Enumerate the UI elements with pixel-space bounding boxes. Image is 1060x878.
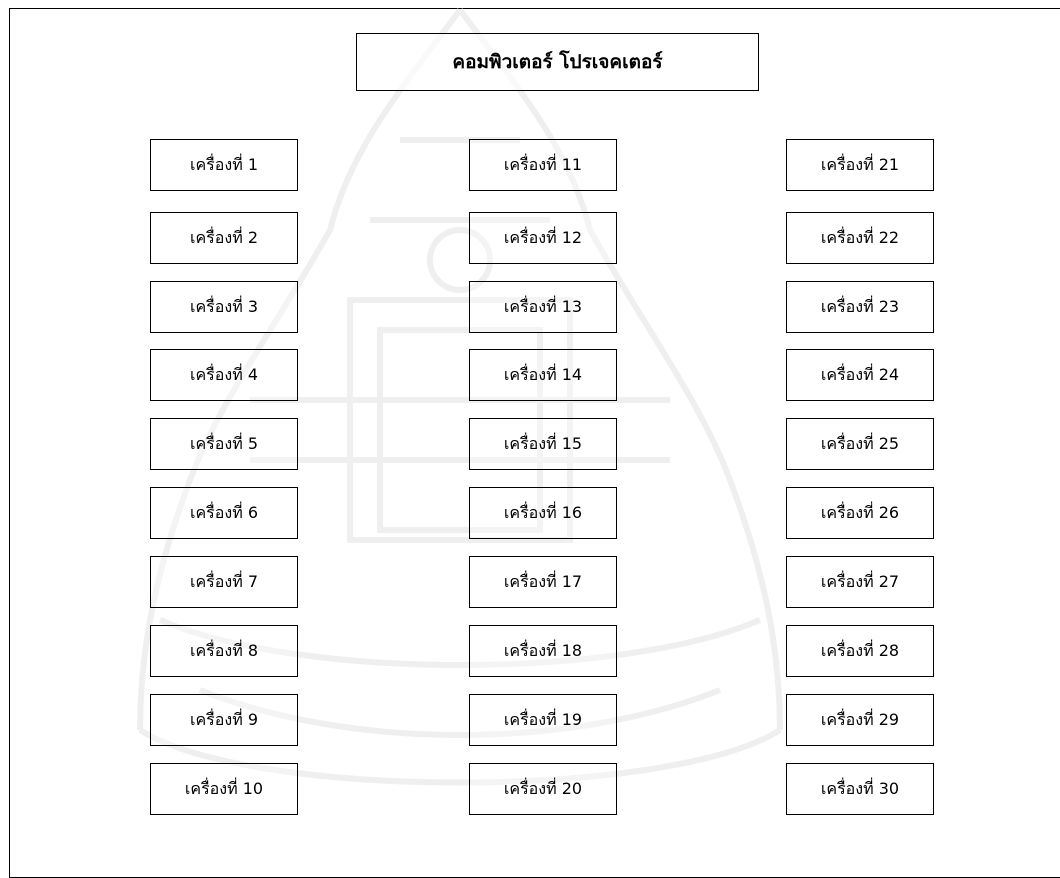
machine-box: เครื่องที่ 9: [150, 694, 298, 746]
machine-label: เครื่องที่ 21: [820, 154, 900, 174]
machine-label: เครื่องที่ 1: [190, 154, 258, 174]
machine-box: เครื่องที่ 1: [150, 139, 298, 191]
machine-box: เครื่องที่ 30: [786, 763, 934, 815]
machine-label: เครื่องที่ 5: [190, 433, 258, 453]
machine-box: เครื่องที่ 18: [469, 625, 617, 677]
machine-box: เครื่องที่ 13: [469, 281, 617, 333]
machine-box: เครื่องที่ 3: [150, 281, 298, 333]
machine-box: เครื่องที่ 24: [786, 349, 934, 401]
machine-box: เครื่องที่ 28: [786, 625, 934, 677]
machine-box: เครื่องที่ 23: [786, 281, 934, 333]
machine-label: เครื่องที่ 17: [503, 571, 583, 591]
machine-label: เครื่องที่ 11: [503, 154, 583, 174]
machine-label: เครื่องที่ 26: [820, 502, 900, 522]
machine-label: เครื่องที่ 2: [190, 227, 258, 247]
machine-label: เครื่องที่ 18: [503, 640, 583, 660]
machine-label: เครื่องที่ 27: [820, 571, 900, 591]
machine-box: เครื่องที่ 22: [786, 212, 934, 264]
machine-label: เครื่องที่ 6: [190, 502, 258, 522]
machine-box: เครื่องที่ 7: [150, 556, 298, 608]
machine-box: เครื่องที่ 15: [469, 418, 617, 470]
machine-box: เครื่องที่ 25: [786, 418, 934, 470]
machine-box: เครื่องที่ 11: [469, 139, 617, 191]
machine-box: เครื่องที่ 10: [150, 763, 298, 815]
machine-box: เครื่องที่ 14: [469, 349, 617, 401]
machine-label: เครื่องที่ 15: [503, 433, 583, 453]
machine-label: เครื่องที่ 28: [820, 640, 900, 660]
machine-label: เครื่องที่ 4: [190, 364, 258, 384]
title-text: คอมพิวเตอร์ โปรเจคเตอร์: [452, 51, 663, 73]
machine-box: เครื่องที่ 17: [469, 556, 617, 608]
machine-box: เครื่องที่ 16: [469, 487, 617, 539]
machine-label: เครื่องที่ 20: [503, 778, 583, 798]
machine-label: เครื่องที่ 7: [190, 571, 258, 591]
machine-label: เครื่องที่ 3: [190, 296, 258, 316]
machine-label: เครื่องที่ 13: [503, 296, 583, 316]
machine-box: เครื่องที่ 20: [469, 763, 617, 815]
machine-box: เครื่องที่ 5: [150, 418, 298, 470]
machine-label: เครื่องที่ 25: [820, 433, 900, 453]
machine-box: เครื่องที่ 19: [469, 694, 617, 746]
machine-label: เครื่องที่ 16: [503, 502, 583, 522]
machine-box: เครื่องที่ 21: [786, 139, 934, 191]
title-box: คอมพิวเตอร์ โปรเจคเตอร์: [356, 33, 759, 91]
machine-box: เครื่องที่ 8: [150, 625, 298, 677]
machine-label: เครื่องที่ 24: [820, 364, 900, 384]
machine-box: เครื่องที่ 2: [150, 212, 298, 264]
machine-label: เครื่องที่ 9: [190, 709, 258, 729]
machine-label: เครื่องที่ 8: [190, 640, 258, 660]
machine-label: เครื่องที่ 22: [820, 227, 900, 247]
university-seal-watermark: [137, 8, 783, 786]
machine-label: เครื่องที่ 12: [503, 227, 583, 247]
machine-box: เครื่องที่ 27: [786, 556, 934, 608]
machine-box: เครื่องที่ 6: [150, 487, 298, 539]
machine-label: เครื่องที่ 14: [503, 364, 583, 384]
machine-box: เครื่องที่ 26: [786, 487, 934, 539]
machine-label: เครื่องที่ 19: [503, 709, 583, 729]
machine-label: เครื่องที่ 30: [820, 778, 900, 798]
machine-box: เครื่องที่ 29: [786, 694, 934, 746]
machine-label: เครื่องที่ 23: [820, 296, 900, 316]
machine-box: เครื่องที่ 4: [150, 349, 298, 401]
machine-label: เครื่องที่ 10: [184, 778, 264, 798]
machine-box: เครื่องที่ 12: [469, 212, 617, 264]
machine-label: เครื่องที่ 29: [820, 709, 900, 729]
